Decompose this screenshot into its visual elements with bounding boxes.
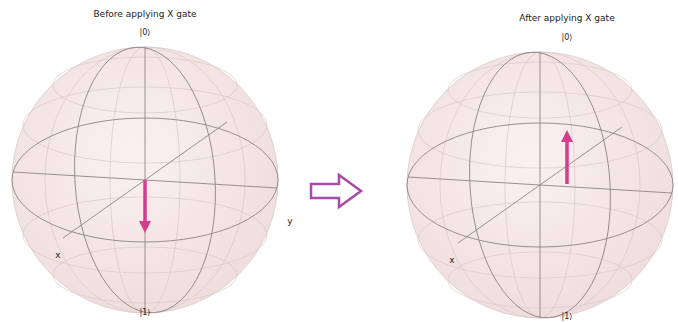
sphere-title: After applying X gate — [519, 14, 614, 23]
basis-label: |0⟩ — [140, 29, 151, 37]
axis-label: y — [287, 217, 292, 226]
axis-label: x — [449, 256, 454, 265]
basis-label: |1⟩ — [562, 313, 573, 321]
basis-label: |1⟩ — [140, 309, 151, 317]
sphere-title: Before applying X gate — [93, 10, 196, 19]
transition-arrow — [311, 175, 361, 207]
state-vector — [139, 180, 151, 233]
basis-label: |0⟩ — [562, 34, 573, 42]
axis-label: x — [55, 251, 60, 260]
state-vector — [561, 130, 573, 184]
